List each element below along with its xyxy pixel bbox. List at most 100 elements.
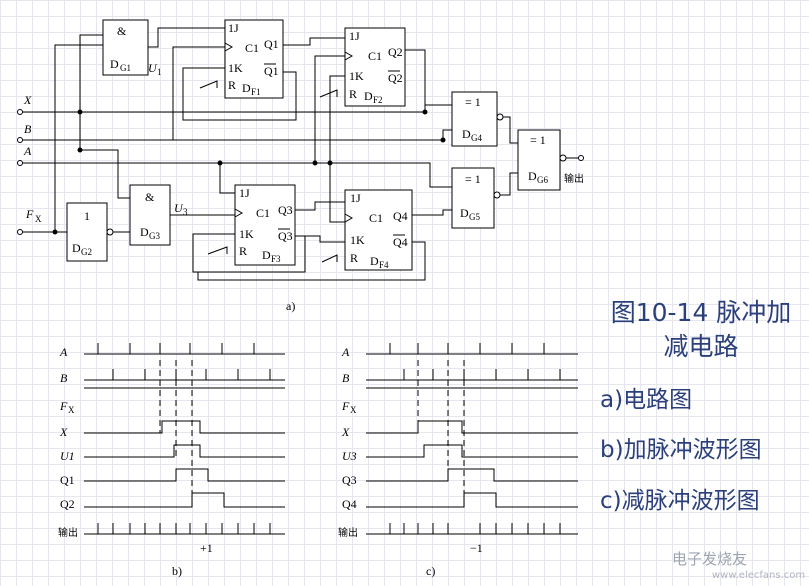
wave-b-label-x: X: [59, 425, 68, 439]
wave-b-label-u1: U1: [60, 449, 75, 463]
gate-dg6-symbol: = 1: [530, 133, 546, 147]
gate-dg1-symbol: &: [117, 24, 127, 38]
df4-r-pin: R: [350, 251, 358, 265]
watermark-url: www.elecfans.com: [712, 570, 806, 581]
wave-b-annotation: +1: [200, 541, 213, 555]
flipflop-df4: [344, 189, 413, 271]
df2-sub: F2: [373, 95, 383, 105]
df3-sub: F3: [271, 254, 281, 264]
gate-dg5-sub: G5: [469, 212, 480, 222]
df3-q: Q3: [278, 203, 293, 217]
flipflop-df3: [234, 184, 296, 266]
figure-title: 图10-14 脉冲加减电路: [610, 298, 792, 361]
wave-c-label-q3: Q3: [342, 473, 357, 487]
df2-r-pin: R: [349, 87, 357, 101]
input-fx-sub: X: [35, 214, 42, 224]
df2-label: D: [364, 89, 373, 103]
watermark-logo-text: 电子发烧友: [672, 550, 748, 568]
df4-c-pin: C1: [369, 211, 383, 225]
wave-c-label-u3: U3: [342, 449, 357, 463]
df1-qn: Q1: [264, 64, 279, 78]
wave-c-caption: c): [426, 564, 435, 578]
df1-k-pin: 1K: [228, 61, 243, 75]
df3-qn: Q3: [278, 229, 293, 243]
df1-q: Q1: [264, 37, 279, 51]
df3-r-pin: R: [239, 244, 247, 258]
wave-b-caption: b): [172, 564, 182, 578]
circuit-diagram: X B A F X & D G1 U 1 1J C1 1K R Q1 Q1 D …: [17, 19, 584, 313]
input-a-label: A: [23, 144, 32, 158]
gate-dg6-label: D: [528, 169, 537, 183]
gate-dg1-label: D: [110, 57, 119, 71]
df1-label: D: [242, 81, 251, 95]
wave-b-label-q1: Q1: [60, 473, 75, 487]
gate-dg4-symbol: = 1: [465, 95, 481, 109]
flipflop-df1: [224, 19, 284, 99]
wave-c-label-f: F: [341, 399, 350, 413]
net-u1-sub: 1: [157, 67, 162, 77]
wave-b-label-q2: Q2: [60, 497, 75, 511]
output-terminal: [578, 155, 584, 161]
df4-sub: F4: [379, 260, 389, 270]
df4-q: Q4: [393, 209, 408, 223]
caption-item-c: c)减脉冲波形图: [600, 488, 760, 514]
df1-sub: F1: [251, 87, 261, 97]
gate-dg3: [129, 184, 171, 246]
wave-b-sub-f: X: [68, 405, 75, 415]
df4-qn: Q4: [393, 235, 408, 249]
waveforms-sub: A B F X X U3 Q3 Q4 输出 −1 c): [338, 343, 578, 578]
wave-c-label-out: 输出: [338, 526, 358, 539]
gate-dg2-label: D: [72, 241, 81, 255]
df3-j-pin: 1J: [239, 186, 250, 200]
df1-j-pin: 1J: [228, 21, 239, 35]
wave-c-label-q4: Q4: [342, 497, 357, 511]
df4-j-pin: 1J: [350, 191, 361, 205]
wave-b-label-out: 输出: [58, 526, 78, 539]
df3-c-pin: C1: [256, 206, 270, 220]
gate-dg2-symbol: 1: [84, 209, 90, 223]
net-u1-label: U: [148, 61, 158, 75]
df2-k-pin: 1K: [349, 69, 364, 83]
wave-b-label-b: B: [60, 371, 68, 385]
gate-dg4-label: D: [462, 127, 471, 141]
df2-qn: Q2: [388, 71, 403, 85]
gate-dg2-sub: G2: [81, 247, 92, 257]
caption-item-b: b)加脉冲波形图: [600, 437, 762, 463]
wave-c-annotation: −1: [470, 541, 483, 555]
gate-dg3-symbol: &: [145, 190, 155, 204]
input-terminals: [17, 109, 23, 235]
wave-c-label-x: X: [341, 425, 350, 439]
gate-dg6: [517, 129, 561, 191]
input-fx-label: F: [25, 207, 34, 221]
gate-dg5: [451, 167, 495, 229]
df2-j-pin: 1J: [349, 29, 360, 43]
gate-dg5-label: D: [460, 206, 469, 220]
gate-dg6-sub: G6: [537, 175, 548, 185]
waveforms-add: A B F X X U1 Q1 Q2 输出 +1 b): [58, 343, 285, 578]
output-label: 输出: [564, 172, 584, 185]
gate-dg1: [102, 19, 149, 76]
gate-dg1-sub: G1: [120, 63, 131, 73]
gate-dg4-sub: G4: [471, 133, 482, 143]
input-x-label: X: [23, 93, 32, 107]
wave-c-label-b: B: [342, 371, 350, 385]
wave-c-label-a: A: [341, 345, 350, 359]
wave-c-sub-f: X: [350, 405, 357, 415]
df1-c-pin: C1: [245, 41, 259, 55]
gate-dg5-symbol: = 1: [465, 172, 481, 186]
flipflop-df2: [344, 27, 406, 107]
net-u3-label: U: [174, 201, 184, 215]
df4-label: D: [370, 254, 379, 268]
df3-label: D: [262, 248, 271, 262]
df1-r-pin: R: [228, 78, 236, 92]
wave-b-label-f: F: [59, 399, 68, 413]
gate-dg3-sub: G3: [149, 231, 160, 241]
gate-dg3-label: D: [140, 225, 149, 239]
caption-item-a: a)电路图: [600, 387, 693, 413]
input-b-label: B: [24, 122, 32, 136]
df2-q: Q2: [388, 45, 403, 59]
df3-k-pin: 1K: [239, 227, 254, 241]
df2-c-pin: C1: [368, 49, 382, 63]
gate-dg4: [451, 91, 498, 147]
